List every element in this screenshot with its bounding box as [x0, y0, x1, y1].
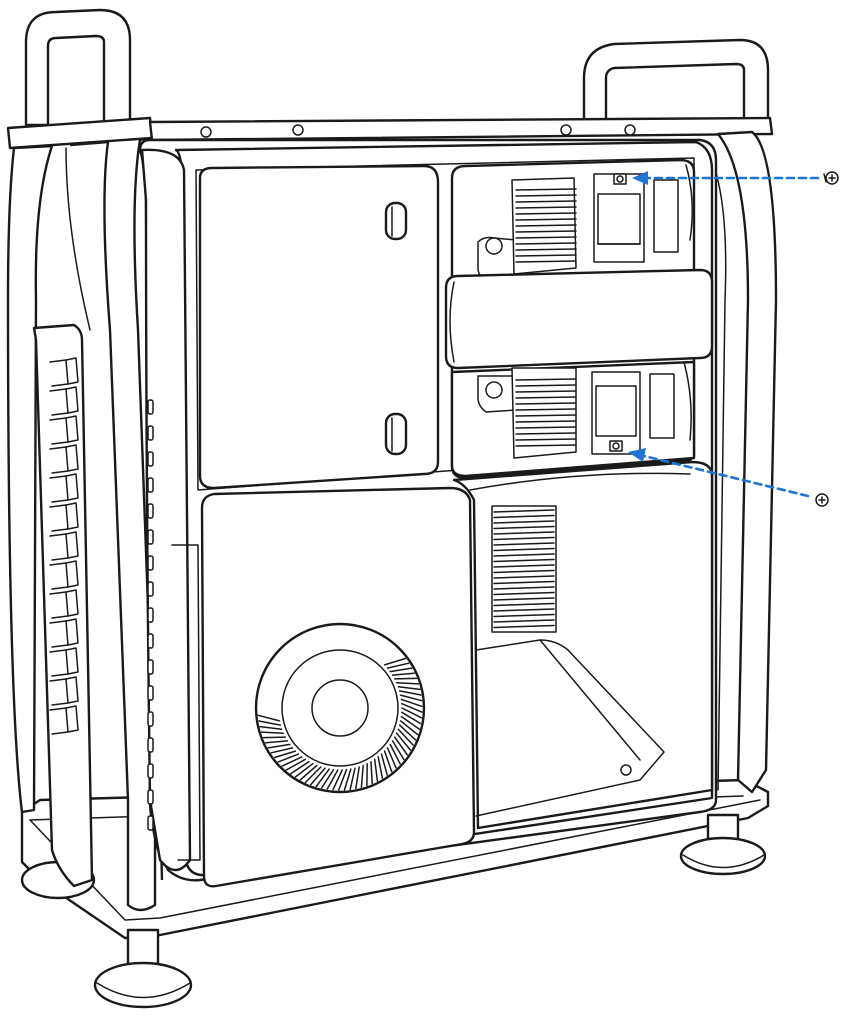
screw-icon-top [823, 171, 839, 185]
lower-right-area [452, 460, 714, 830]
frame-left [6, 8, 164, 912]
foot-front-left [93, 928, 193, 1009]
top-bolts [200, 124, 636, 138]
foot-right [679, 813, 767, 876]
screw-icon-bottom [815, 493, 829, 507]
fan-panel [171, 486, 476, 888]
dashed-arrow-icon-top [632, 171, 820, 185]
frame-right [148, 38, 778, 794]
left-side-panel [32, 323, 94, 888]
center-handle-bar [444, 268, 714, 370]
upper-left-panel [198, 164, 440, 490]
ssd-module-bottom [450, 360, 696, 478]
ssd-module-top [477, 173, 679, 281]
fan-icon [254, 622, 426, 794]
dashed-arrow-icon-bottom [628, 448, 810, 498]
